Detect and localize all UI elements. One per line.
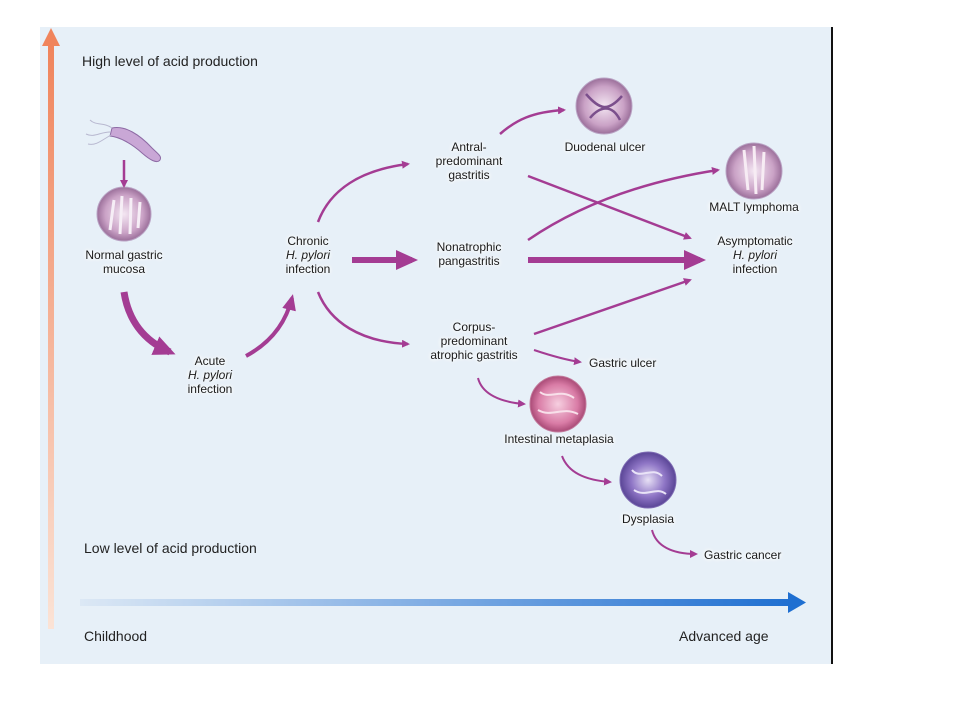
panel-border-right [831,27,833,664]
arrow-corpus-to-asymptomatic [533,278,692,336]
arrow-acute-to-chronic [245,294,296,358]
dysplasia-label: Dysplasia [621,512,675,526]
normal-mucosa-image [96,186,152,242]
h-pylori-bacterium-icon [85,119,161,163]
arrow-chronic-to-corpus [316,291,410,348]
arrow-nonatrophic-to-malt [527,166,720,242]
asymptomatic-line1: Asymptomatic [717,234,793,248]
antral-line3: gastritis [448,168,490,182]
antral-line1: Antral- [451,140,487,154]
chronic-line1: Chronic [287,234,329,248]
gastric-ulcer-label: Gastric ulcer [589,356,657,370]
nonatrophic-pangastritis-label: Nonatrophic pangastritis [414,240,524,268]
corpus-atrophic-label: Corpus- predominant atrophic gastritis [404,320,544,362]
high-acid-label: High level of acid production [82,53,258,69]
childhood-label: Childhood [84,628,148,644]
arrow-normal-to-acute [120,291,176,356]
intestinal-metaplasia-label: Intestinal metaplasia [504,432,614,446]
arrow-antral-to-asymptomatic [527,174,692,240]
low-acid-label: Low level of acid production [84,540,257,556]
asymptomatic-line3: infection [732,262,778,276]
malt-lymphoma-label: MALT lymphoma [709,200,799,214]
arrow-dysplasia-to-cancer [651,529,698,558]
advanced-age-label: Advanced age [679,628,769,644]
normal-mucosa-line1: Normal gastric [85,248,163,262]
nonatrophic-line1: Nonatrophic [436,240,502,254]
arrow-antral-to-duodenal [499,106,566,135]
arrow-chronic-to-antral [316,160,410,223]
corpus-line1: Corpus- [452,320,496,334]
normal-mucosa-label: Normal gastric mucosa [64,248,184,276]
pathway-arrows [120,106,720,558]
duodenal-ulcer-image [575,77,633,135]
antral-line2: predominant [435,154,503,168]
malt-lymphoma-image [725,142,783,200]
acute-infection-label: Acute H. pylori infection [160,354,260,396]
normal-mucosa-line2: mucosa [102,262,146,276]
arrow-corpus-to-gastric-ulcer [533,349,582,366]
acute-line3: infection [187,382,233,396]
arrow-metaplasia-to-dysplasia [561,455,612,486]
corpus-line3: atrophic gastritis [430,348,518,362]
chronic-infection-label: Chronic H. pylori infection [258,234,358,276]
intestinal-metaplasia-image [529,375,587,433]
duodenal-ulcer-label: Duodenal ulcer [564,140,646,154]
chronic-line2: H. pylori [285,248,330,262]
dysplasia-image [619,451,677,509]
age-axis [80,592,806,613]
acid-axis [42,28,60,629]
asymptomatic-line2: H. pylori [732,248,777,262]
chronic-line3: infection [285,262,331,276]
antral-gastritis-label: Antral- predominant gastritis [414,140,524,182]
gastric-cancer-label: Gastric cancer [704,548,782,562]
nonatrophic-line2: pangastritis [438,254,500,268]
acute-line1: Acute [194,354,226,368]
asymptomatic-infection-label: Asymptomatic H. pylori infection [690,234,820,276]
corpus-line2: predominant [440,334,508,348]
arrow-corpus-to-metaplasia [477,377,526,408]
acute-line2: H. pylori [187,368,232,382]
